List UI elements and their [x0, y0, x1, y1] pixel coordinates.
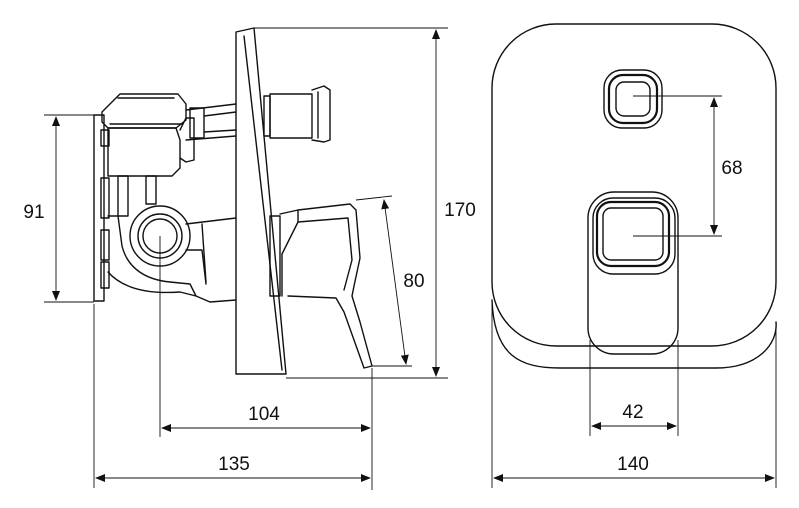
front-plate-back: [491, 299, 777, 369]
front-plate: [491, 23, 777, 347]
dim-42-label: 42: [622, 402, 643, 423]
dim-68-label: 68: [721, 158, 742, 179]
side-view: 91 170 80 104 135: [23, 27, 476, 490]
dim-170: 170: [254, 27, 476, 379]
dim-140: 140: [491, 300, 777, 488]
dim-91: 91: [23, 114, 94, 303]
dim-104: 104: [159, 236, 373, 490]
diverter-button-front: [603, 69, 663, 129]
dim-91-label: 91: [23, 202, 44, 223]
mounting-flange: [93, 114, 110, 302]
front-view: 68 42 140: [491, 23, 777, 488]
lever-handle-side: [269, 203, 373, 369]
dim-135: 135: [93, 304, 371, 488]
dim-80: 80: [355, 195, 425, 367]
dim-104-label: 104: [248, 404, 280, 425]
diverter-knob-side: [263, 85, 331, 143]
dim-80-label: 80: [403, 271, 424, 292]
dim-140-label: 140: [617, 454, 649, 475]
plate-profile: [235, 27, 287, 375]
dim-42: 42: [589, 340, 679, 436]
dim-68: 68: [633, 95, 743, 237]
valve-body: [101, 93, 237, 303]
dim-135-label: 135: [218, 454, 250, 475]
dim-170-label: 170: [444, 200, 476, 221]
lever-front: [587, 191, 679, 355]
